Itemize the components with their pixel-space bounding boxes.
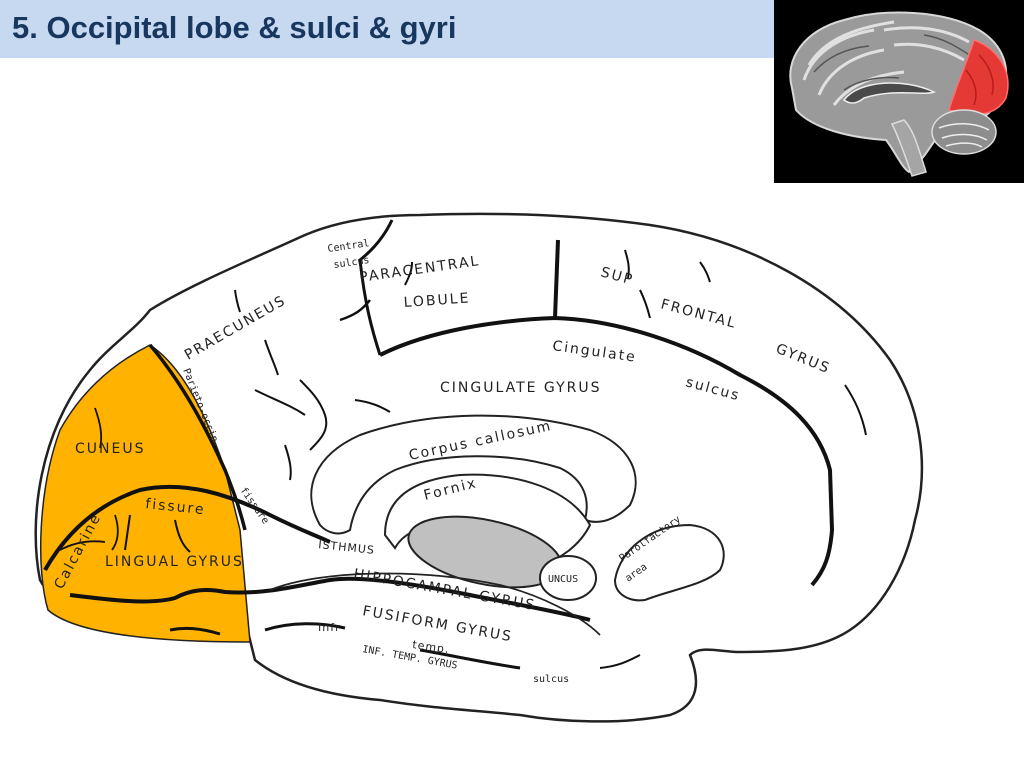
uncus: [539, 555, 597, 601]
medial-brain-svg: Central sulcus PARACENTRAL LOBULE SUP FR…: [34, 212, 924, 723]
calcarine-fissure: [43, 484, 331, 571]
label-paracentral-2: LOBULE: [403, 290, 471, 311]
brain-photo-graphic: [774, 0, 1024, 183]
label-lingual-gyrus: LINGUAL GYRUS: [105, 554, 244, 570]
label-sulcus: sulcus: [533, 674, 569, 685]
occipital-highlight: [40, 344, 251, 643]
paracentral-sulcus-line: [553, 239, 560, 319]
marginal-sulcus-line: [358, 219, 394, 356]
label-infr: Infr: [318, 621, 341, 634]
label-isthmus: ISTHMUS: [318, 538, 376, 557]
label-cingulate-gyrus: CINGULATE GYRUS: [440, 380, 602, 396]
label-uncus: UNCUS: [548, 574, 578, 585]
title-bar: 5. Occipital lobe & sulci & gyri: [0, 0, 774, 58]
hemisphere-outline: [34, 212, 924, 723]
label-cuneus: CUNEUS: [75, 441, 145, 457]
brain-photo: [774, 0, 1024, 183]
cingulate-sulcus-line: [379, 315, 835, 587]
medial-brain-diagram: Central sulcus PARACENTRAL LOBULE SUP FR…: [0, 190, 1024, 750]
corpus-callosum: [310, 414, 637, 535]
label-calcarine-fissure: fissure: [145, 496, 207, 518]
parolfactory-area: [613, 523, 725, 602]
parieto-occipital-fissure: [148, 343, 247, 531]
slide-title: 5. Occipital lobe & sulci & gyri: [12, 10, 457, 45]
collateral-sulcus: [69, 576, 591, 622]
label-central-sulcus-2: sulcus: [333, 255, 370, 271]
label-temp: temp.: [412, 638, 451, 656]
